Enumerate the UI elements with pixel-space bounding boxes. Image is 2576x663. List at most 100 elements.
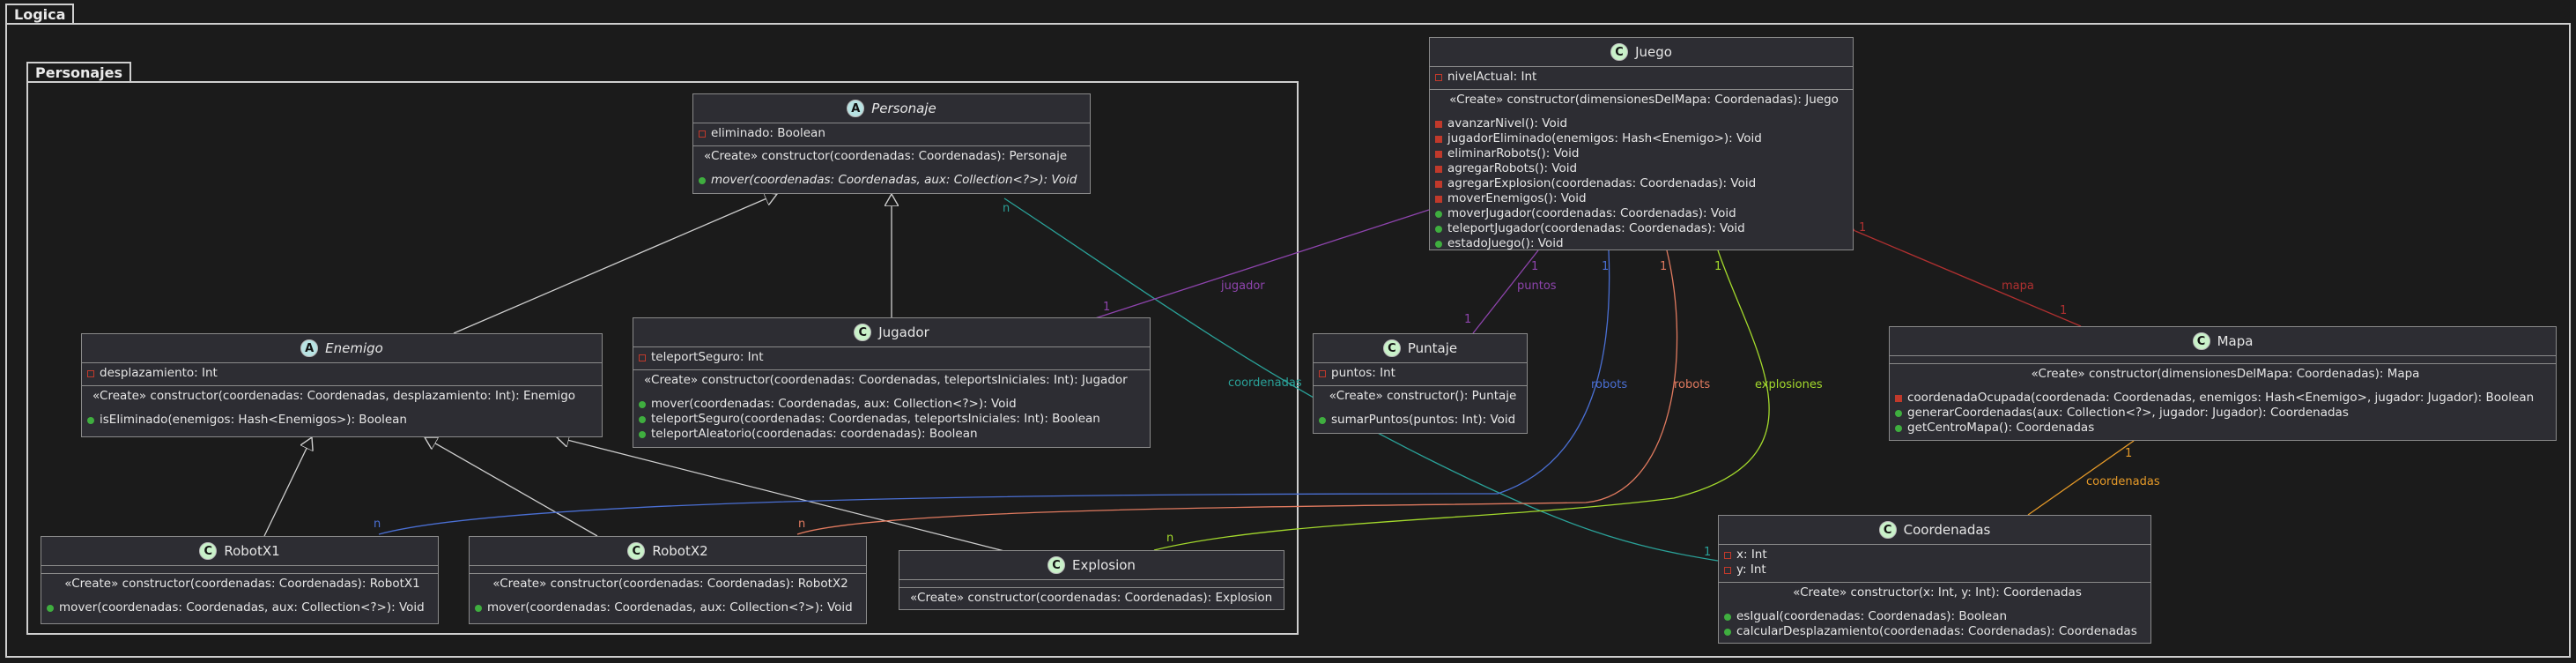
public-visibility-icon (1435, 240, 1442, 248)
fields-section: desplazamiento: Int (82, 362, 602, 385)
class-icon: C (199, 542, 218, 560)
class-method: «Create» constructor(dimensionesDelMapa:… (1895, 367, 2550, 382)
private-visibility-icon (699, 130, 706, 138)
class-method: teleportJugador(coordenadas: Coordenadas… (1435, 221, 1847, 236)
class-method: «Create» constructor(x: Int, y: Int): Co… (1724, 585, 2145, 600)
generalization-enemigo-personaje (453, 194, 777, 334)
class-method: «Create» constructor(coordenadas: Coorde… (87, 389, 596, 404)
mult-robots-x2-b: n (798, 518, 805, 531)
mult-explosiones-b: n (1166, 532, 1173, 545)
class-method: mover(coordenadas: Coordenadas, aux: Col… (639, 397, 1144, 412)
relation-coordenadas (1003, 197, 1719, 562)
private-visibility-icon (1435, 73, 1442, 81)
generalization-robotx1-enemigo (263, 437, 312, 537)
fields-section: nivelActual: Int (1430, 66, 1853, 89)
public-visibility-icon (87, 416, 94, 424)
class-name: Personaje (871, 101, 936, 116)
member-text: agregarRobots(): Void (1447, 161, 1578, 175)
label-robots-x2: robots (1674, 378, 1710, 391)
relation-puntos (1472, 238, 1548, 334)
class-method: «Create» constructor(coordenadas: Coorde… (47, 577, 433, 592)
label-mapa: mapa (2002, 279, 2034, 293)
public-visibility-icon (1435, 225, 1442, 233)
package-personajes (26, 81, 1299, 635)
private-visibility-icon (1724, 551, 1731, 559)
member-text: avanzarNivel(): Void (1447, 116, 1568, 130)
class-method: «Create» constructor(coordenadas: Coorde… (639, 373, 1144, 388)
class-field: puntos: Int (1319, 366, 1521, 381)
class-name: Coordenadas (1903, 522, 1991, 538)
class-method: «Create» constructor(): Puntaje (1319, 389, 1521, 404)
class-field: desplazamiento: Int (87, 366, 596, 381)
class-method: eliminarRobots(): Void (1435, 146, 1847, 161)
mult-coordenadas-mapa-a: 1 (2125, 447, 2132, 460)
abstract-class-icon: A (847, 100, 865, 117)
class-personaje[interactable]: A Personaje eliminado: Boolean «Create» con… (692, 93, 1091, 194)
private-visibility-icon (1435, 135, 1442, 143)
class-method: agregarExplosion(coordenadas: Coordenada… (1435, 176, 1847, 191)
member-text: eliminarRobots(): Void (1447, 146, 1580, 160)
methods-section: «Create» constructor(coordenadas: Coorde… (82, 385, 602, 432)
class-method: coordenadaOcupada(coordenada: Coordenada… (1895, 391, 2550, 406)
fields-section: eliminado: Boolean (693, 123, 1090, 145)
relation-mapa (1841, 222, 2082, 327)
member-text: desplazamiento: Int (100, 366, 218, 380)
methods-section: «Create» constructor(coordenadas: Coorde… (693, 145, 1090, 192)
class-field: eliminado: Boolean (699, 126, 1084, 141)
public-visibility-icon (639, 400, 646, 408)
label-explosiones: explosiones (1755, 378, 1823, 391)
class-method: teleportSeguro(coordenadas: Coordenadas,… (639, 412, 1144, 427)
private-visibility-icon (1435, 195, 1442, 203)
member-text: «Create» constructor(coordenadas: Coorde… (93, 389, 576, 403)
class-name: Explosion (1072, 557, 1136, 573)
methods-section: «Create» constructor(dimensionesDelMapa:… (1430, 89, 1853, 256)
member-text: moverJugador(coordenadas: Coordenadas): … (1447, 206, 1736, 220)
mult-robots-x1-b: n (374, 518, 381, 531)
member-text: «Create» constructor(dimensionesDelMapa:… (2031, 367, 2420, 381)
class-icon: C (627, 542, 646, 560)
member-text: mover(coordenadas: Coordenadas, aux: Col… (59, 600, 425, 615)
member-text: «Create» constructor(coordenadas: Coorde… (704, 149, 1068, 163)
member-text: moverEnemigos(): Void (1447, 191, 1587, 205)
mult-jugador-a: 1 (1103, 301, 1110, 314)
label-jugador: jugador (1220, 279, 1265, 293)
class-icon: C (1382, 339, 1401, 357)
member-text: estadoJuego(): Void (1447, 236, 1564, 250)
class-icon: C (1610, 43, 1629, 61)
public-visibility-icon (699, 176, 706, 184)
public-visibility-icon (47, 604, 54, 612)
package-tab-logica: Logica (5, 4, 75, 24)
member-text: generarCoordenadas(aux: Collection<?>, j… (1907, 406, 2349, 420)
mult-mapa-b: 1 (2060, 304, 2067, 317)
relation-jugador (1092, 202, 1444, 320)
relation-robots-x1 (378, 235, 1614, 535)
member-text: coordenadaOcupada(coordenada: Coordenada… (1907, 391, 2535, 405)
member-text: «Create» constructor(coordenadas: Coorde… (910, 591, 1273, 605)
member-text: «Create» constructor(x: Int, y: Int): Co… (1793, 585, 2082, 600)
relation-explosiones (1153, 235, 1770, 551)
class-method: moverEnemigos(): Void (1435, 191, 1847, 206)
class-method: esIgual(coordenadas: Coordenadas): Boole… (1724, 609, 2145, 624)
member-text: mover(coordenadas: Coordenadas, aux: Col… (651, 397, 1017, 411)
member-text: teleportAleatorio(coordenadas: coordenad… (651, 427, 978, 441)
fields-section (41, 565, 438, 573)
member-text: eliminado: Boolean (711, 126, 825, 140)
class-method: mover(coordenadas: Coordenadas, aux: Col… (475, 600, 861, 615)
methods-section: «Create» constructor(coordenadas: Coorde… (633, 369, 1150, 446)
member-text: sumarPuntos(puntos: Int): Void (1331, 413, 1516, 427)
package-tab-personajes: Personajes (26, 62, 132, 82)
class-icon: C (2192, 332, 2210, 350)
member-text: mover(coordenadas: Coordenadas, aux: Col… (487, 600, 853, 615)
mult-mapa-a: 1 (1859, 221, 1866, 235)
